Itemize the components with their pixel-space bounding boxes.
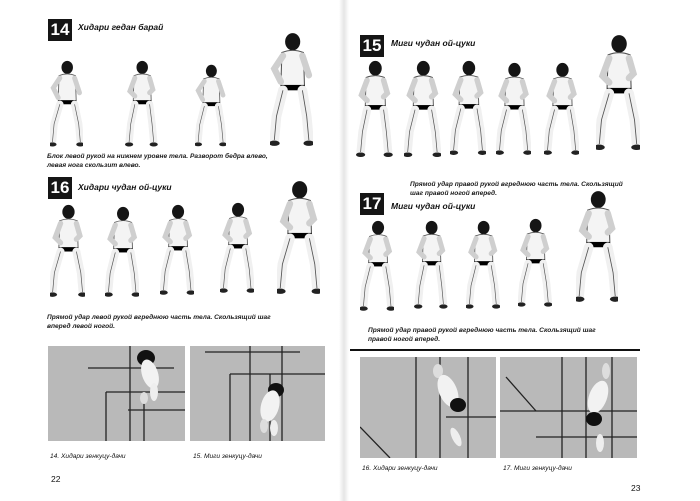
karateka-figure (50, 60, 83, 147)
caption-text-line: Прямой удар правой рукой вгреднюю часть … (410, 181, 623, 188)
karateka-figure (160, 204, 195, 295)
figure-sequence (356, 186, 656, 312)
caption-line: Прямой удар правой рукой вгреднюю часть … (368, 326, 596, 344)
karateka-figure (195, 64, 227, 147)
footwork-diagram (48, 346, 185, 441)
karateka-figure (220, 202, 255, 293)
karateka-figure (596, 35, 640, 151)
step-title: Хидари гедан барай (78, 22, 164, 32)
page-number: 22 (51, 474, 61, 484)
caption-line: Блок левой рукой на нижнем уровне тела. … (47, 152, 268, 170)
step-number-badge: 16 (48, 177, 72, 199)
karateka-figure (544, 62, 580, 155)
step-title: Миги чудан ой-цуки (391, 201, 476, 211)
caption-text-line: Прямой удар левой рукой вгреднюю часть т… (47, 314, 271, 321)
overhead-photo (360, 357, 496, 458)
footwork-diagram (190, 346, 325, 441)
step-title: Хидари чудан ой-цуки (78, 182, 172, 192)
page-gutter (339, 0, 349, 501)
karateka-figure (466, 220, 500, 309)
step-caption: Прямой удар правой рукой вгреднюю часть … (410, 180, 623, 198)
step-number-badge: 14 (48, 19, 72, 41)
karateka-figure (50, 204, 86, 297)
overhead-photo (48, 346, 185, 441)
karateka-figure (414, 220, 448, 309)
karateka-figure (356, 60, 393, 158)
figure-sequence (356, 30, 656, 166)
step-caption: Прямой удар левой рукой вгреднюю часть т… (47, 313, 271, 331)
step-caption: Блок левой рукой на нижнем уровне тела. … (47, 152, 268, 170)
karateka-figure (496, 62, 532, 155)
footwork-diagram (360, 357, 496, 458)
caption-text-line: шаг правой ногой вперед. (410, 190, 497, 197)
caption-text-line: Прямой удар правой рукой вгреднюю часть … (368, 327, 596, 334)
caption-text-line: вперед левой ногой. (47, 323, 116, 330)
karateka-figure (270, 33, 314, 146)
step-number-badge: 17 (360, 193, 384, 215)
photo-caption: 17. Миги зенкуцу-дачи (503, 465, 572, 472)
karateka-figure (576, 191, 619, 302)
figure-sequence (45, 30, 345, 156)
page-number: 23 (631, 483, 641, 493)
photo-caption: 16. Хидари зенкуцу-дачи (362, 465, 438, 472)
photo-caption: 14. Хидари зенкуцу-дачи (50, 453, 126, 460)
footwork-diagram (500, 357, 637, 458)
overhead-photo (190, 346, 325, 441)
karateka-figure (518, 218, 552, 307)
caption-text-line: правой ногой вперед. (368, 336, 441, 343)
section-divider (350, 349, 640, 351)
photo-caption: 15. Миги зенкуцу-дачи (193, 453, 262, 460)
caption-line: Прямой удар левой рукой вгреднюю часть т… (47, 313, 271, 331)
caption-line: Прямой удар правой рукой вгреднюю часть … (410, 180, 623, 198)
overhead-photo (500, 357, 637, 458)
karateka-figure (404, 60, 441, 158)
karateka-figure (125, 60, 158, 147)
step-title: Миги чудан ой-цуки (391, 38, 476, 48)
step-caption: Прямой удар правой рукой вгреднюю часть … (368, 326, 596, 344)
caption-text-line: левая нога скользит влево. (47, 162, 141, 169)
figure-sequence (45, 176, 345, 306)
step-number-badge: 15 (360, 35, 384, 57)
caption-text-line: Блок левой рукой на нижнем уровне тела. … (47, 153, 268, 160)
karateka-figure (277, 181, 321, 294)
karateka-figure (450, 60, 486, 155)
karateka-figure (360, 220, 395, 311)
karateka-figure (105, 206, 140, 297)
